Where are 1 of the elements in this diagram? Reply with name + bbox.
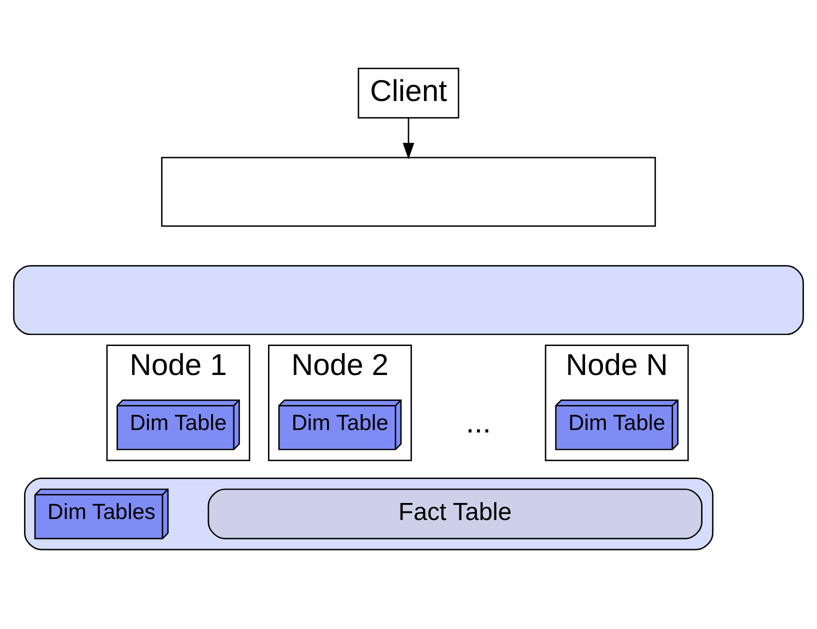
label: ... — [466, 406, 491, 440]
